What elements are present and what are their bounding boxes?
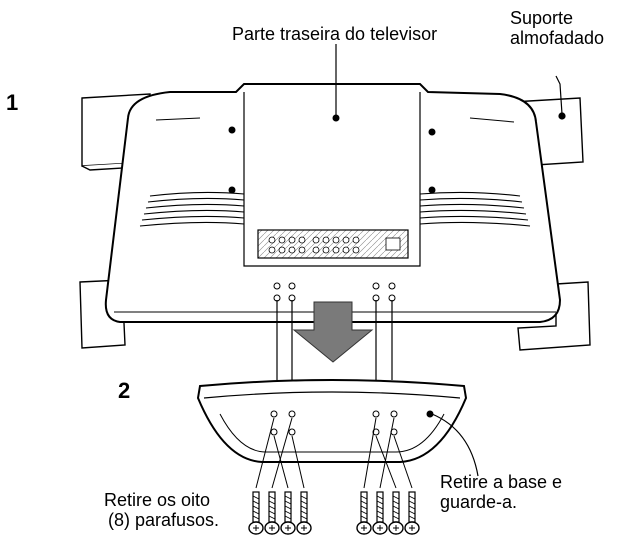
screws-label-line1: Retire os oito — [104, 490, 211, 510]
screw-icon — [280, 491, 296, 535]
screw-icon — [356, 491, 372, 535]
screw-icon — [296, 491, 312, 535]
step-number-1: 1 — [6, 90, 19, 115]
screw-icon — [404, 491, 420, 535]
screw-icon — [248, 491, 264, 535]
screw-drop-line — [363, 417, 377, 489]
down-arrow-icon — [292, 301, 374, 363]
screw-icon — [388, 491, 404, 535]
base-label-line1: Retire a base e — [440, 472, 563, 492]
screw-icon — [264, 491, 280, 535]
screw-drop-line — [271, 417, 293, 489]
screw-drop-line — [375, 435, 397, 489]
tv-base-stand — [196, 379, 468, 463]
screw-drop-line — [393, 435, 413, 489]
alignment-lines — [276, 300, 393, 380]
screws-label-line2: (8) parafusos. — [108, 510, 220, 530]
cushion-pad-bottom-right — [517, 281, 591, 351]
callout-lines — [335, 44, 566, 477]
base-label-line2: guarde-a. — [440, 492, 518, 512]
cushion-label-line2: almofadado — [510, 28, 605, 48]
screw-drop-line — [255, 417, 275, 489]
cushion-label-line1: Suporte — [510, 8, 574, 28]
tv-back-panel — [104, 83, 562, 323]
step-number-2: 2 — [118, 378, 131, 403]
tv-back-label: Parte traseira do televisor — [232, 24, 438, 44]
screw-drop-line — [273, 435, 289, 489]
screw-drop-line — [291, 435, 305, 489]
screw-icon-group — [248, 417, 420, 535]
screw-drop-line — [379, 417, 395, 489]
screw-icon — [372, 491, 388, 535]
